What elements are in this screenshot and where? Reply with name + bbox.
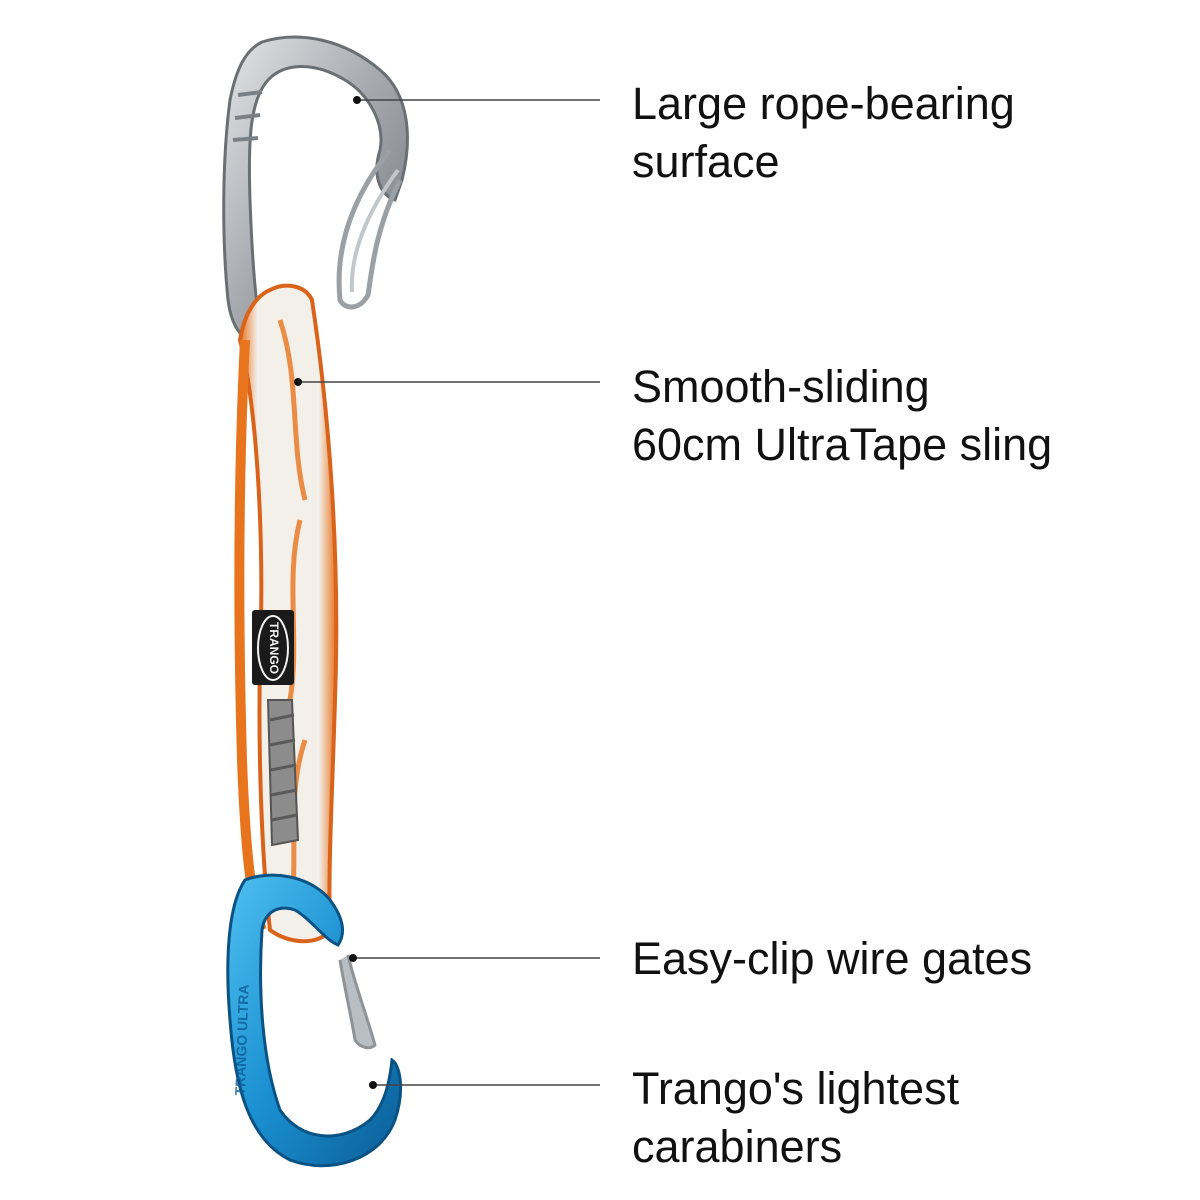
ultratape-sling: TRANGO	[234, 283, 339, 944]
leader-dot-1	[353, 96, 361, 104]
callout-rope-bearing-surface: Large rope-bearing surface	[632, 75, 1015, 191]
leader-dot-2	[294, 378, 302, 386]
top-carabiner	[222, 35, 409, 343]
bottom-carabiner-print: TRANGO ULTRA	[232, 984, 252, 1095]
callout-4-line-1: Trango's lightest	[632, 1063, 960, 1114]
bottom-carabiner: TRANGO ULTRA	[226, 873, 402, 1168]
sling-grey-bartack	[266, 699, 300, 847]
callout-wire-gates: Easy-clip wire gates	[632, 930, 1032, 988]
leader-lines	[294, 96, 600, 1089]
callout-ultratape-sling: Smooth-sliding 60cm UltraTape sling	[632, 358, 1052, 474]
trango-brand-tag: TRANGO	[252, 610, 294, 685]
callout-2-line-1: Smooth-sliding	[632, 361, 930, 412]
callout-3-line-1: Easy-clip wire gates	[632, 933, 1033, 984]
callout-4-line-2: carabiners	[632, 1121, 843, 1172]
leader-dot-4	[369, 1081, 377, 1089]
bottom-carabiner-body	[226, 873, 402, 1168]
top-carabiner-gate-wire-2	[349, 168, 400, 293]
trango-tag-text: TRANGO	[267, 622, 281, 674]
callout-lightest-carabiners: Trango's lightest carabiners	[632, 1060, 959, 1176]
sling-bartack-stitches	[269, 713, 298, 822]
top-carabiner-spine-grooves	[232, 90, 263, 142]
leader-dot-3	[349, 954, 357, 962]
bottom-carabiner-gate-wire	[338, 954, 377, 1050]
callout-1-line-1: Large rope-bearing	[632, 78, 1015, 129]
top-carabiner-body	[222, 35, 409, 343]
callout-2-line-2: 60cm UltraTape sling	[632, 419, 1053, 470]
callout-1-line-2: surface	[632, 136, 780, 187]
top-carabiner-gate-wire	[336, 148, 403, 310]
